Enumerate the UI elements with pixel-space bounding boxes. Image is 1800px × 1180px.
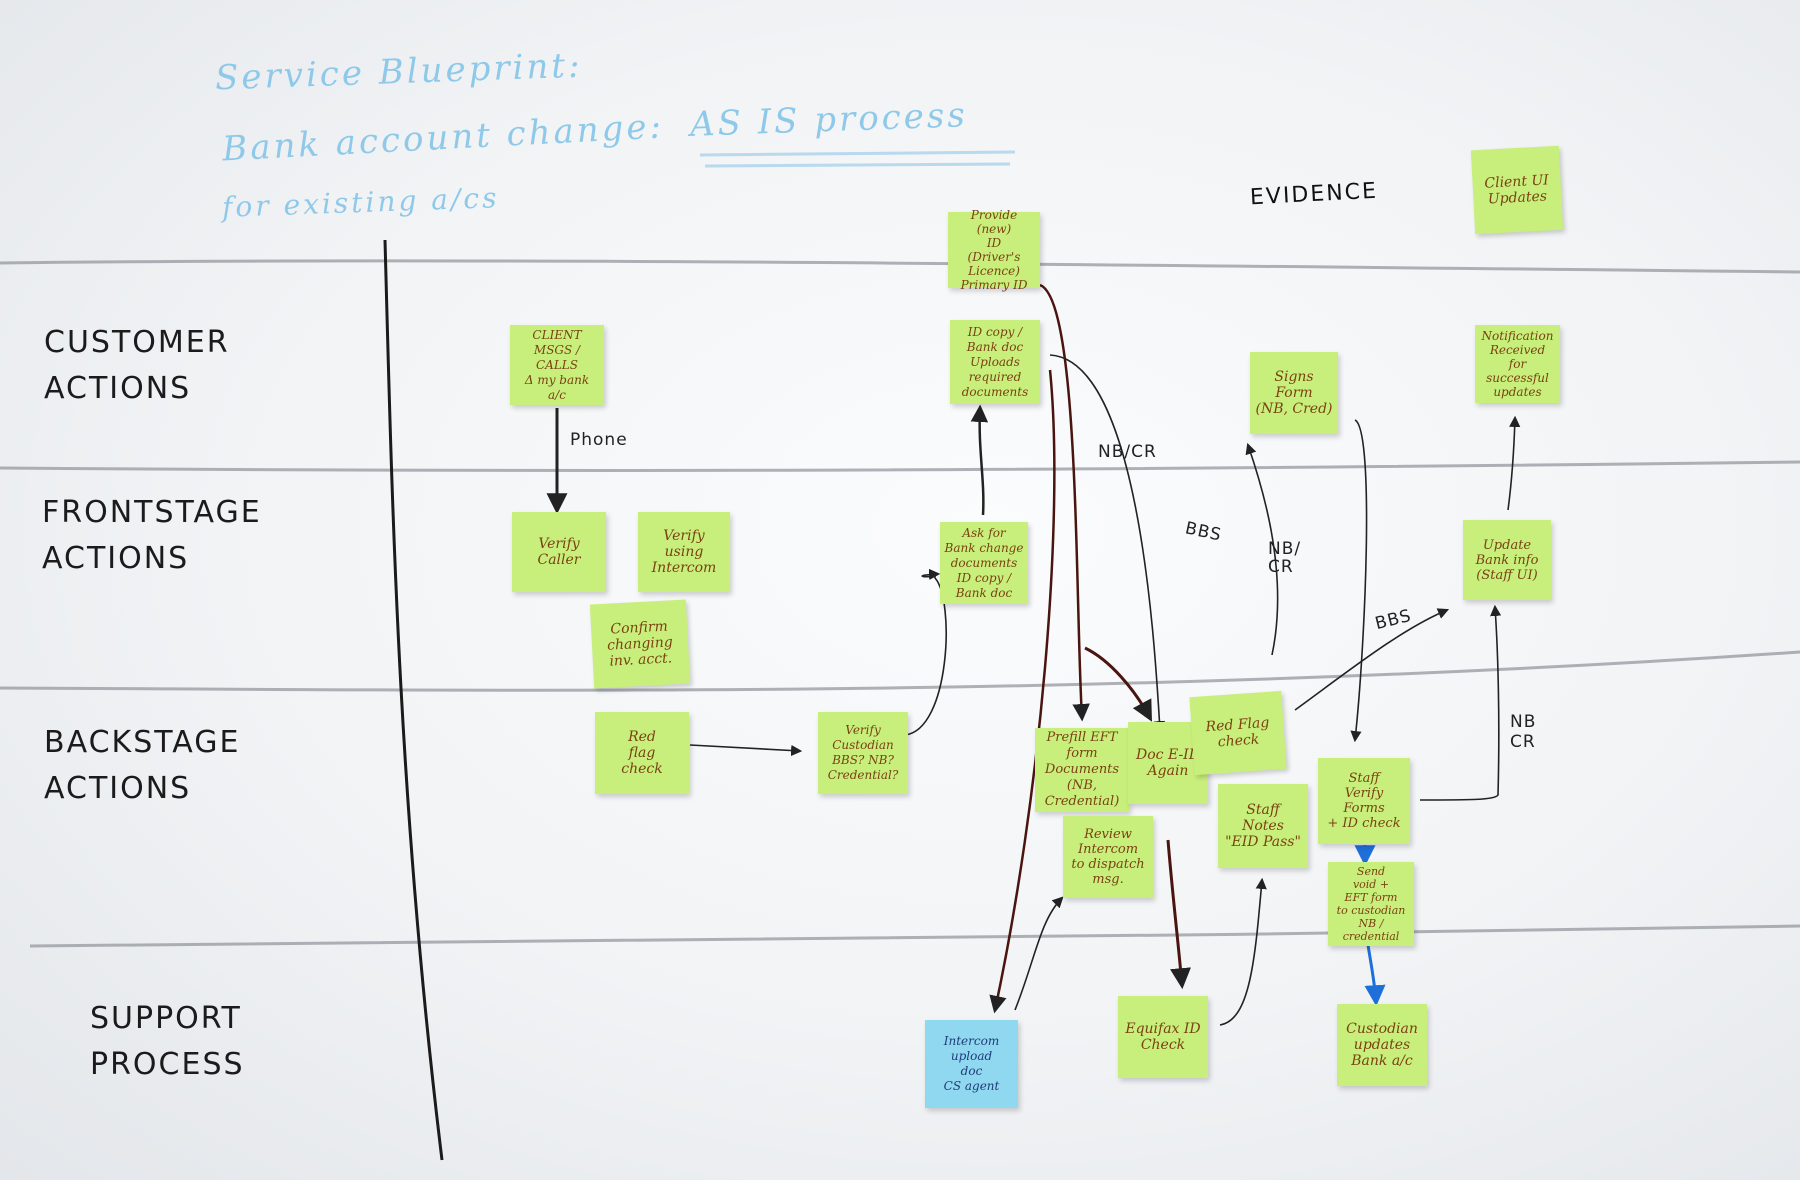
sticky-prefill-eft-form: Prefill EFT form Documents (NB, Credenti… bbox=[1035, 728, 1129, 812]
sticky-staff-verify-forms: Staff Verify Forms + ID check bbox=[1318, 758, 1410, 844]
sticky-verify-using-intercom: Verify using Intercom bbox=[638, 512, 730, 592]
lane-line-4 bbox=[29, 924, 1800, 948]
arrow-label-phone: Phone bbox=[570, 430, 628, 450]
sticky-send-eft-form-to-custodian: Send void + EFT form to custodian NB / c… bbox=[1328, 862, 1414, 946]
sticky-verify-custodian: Verify Custodian BBS? NB? Credential? bbox=[818, 712, 908, 794]
arrow-redflag-to-verify-custodian bbox=[689, 744, 803, 757]
lane-label-support-process: SUPPORT PROCESS bbox=[90, 1001, 245, 1082]
lane-line-1 bbox=[0, 259, 1800, 274]
sticky-intercom-upload-doc: Intercom upload doc CS agent bbox=[925, 1020, 1018, 1108]
arrow-label-nb-cr-2: NB/ CR bbox=[1268, 539, 1302, 577]
arrow-redflag-to-update bbox=[1294, 608, 1450, 711]
lane-label-customer-actions: CUSTOMER ACTIONS bbox=[44, 325, 230, 406]
arrow-redflag-to-signs bbox=[1245, 442, 1279, 656]
arrow-signs-to-staff-verify bbox=[1350, 419, 1368, 743]
sticky-client-msgs-calls: CLIENT MSGS / CALLS Δ my bank a/c bbox=[510, 325, 604, 405]
sticky-ask-bank-change-documents: Ask for Bank change documents ID copy / … bbox=[940, 522, 1028, 604]
lane-label-backstage-actions: BACKSTAGE ACTIONS bbox=[44, 725, 241, 806]
sticky-red-flag-check: Red flag check bbox=[595, 712, 689, 794]
sticky-confirm-changing-account: Confirm changing inv. acct. bbox=[589, 599, 691, 689]
lane-line-2 bbox=[0, 460, 1800, 472]
sticky-equifax-id-check: Equifax ID Check bbox=[1118, 996, 1208, 1078]
arrow-staff-verify-to-update bbox=[1419, 604, 1502, 801]
sticky-update-bank-info: Update Bank info (Staff UI) bbox=[1463, 520, 1551, 600]
sticky-provide-id: Provide (new) ID (Driver's Licence) Prim… bbox=[948, 208, 1040, 292]
sticky-verify-caller: Verify Caller bbox=[512, 512, 606, 592]
arrow-update-to-notification bbox=[1507, 415, 1521, 511]
sticky-client-ui-updates: Client UI Updates bbox=[1470, 145, 1564, 235]
arrow-support-to-review bbox=[1014, 896, 1064, 1011]
arrow-equifax-to-staff-notes bbox=[1219, 877, 1267, 1026]
arrow-uploads-to-doc-eid bbox=[1049, 354, 1166, 733]
vertical-divider bbox=[383, 239, 444, 1161]
arrow-prefill-to-doc-eid bbox=[1084, 646, 1152, 722]
arrow-provide-to-prefill bbox=[1039, 283, 1090, 722]
sticky-uploads-required-documents: ID copy / Bank doc Uploads required docu… bbox=[950, 320, 1040, 404]
lane-label-frontstage-actions: FRONTSTAGE ACTIONS bbox=[42, 495, 262, 576]
arrow-ask-to-uploads bbox=[970, 404, 989, 516]
sticky-review-intercom: Review Intercom to dispatch msg. bbox=[1063, 816, 1153, 898]
title-underline bbox=[699, 150, 1016, 157]
lane-line-3 bbox=[0, 650, 1800, 692]
arrow-uploads-to-intercom-upload bbox=[989, 369, 1056, 1014]
arrow-label-nb-cr-3: NB CR bbox=[1510, 712, 1537, 752]
sticky-red-flag-check-2: Red Flag check bbox=[1189, 690, 1287, 776]
sticky-staff-notes-eid-pass: Staff Notes "EID Pass" bbox=[1218, 784, 1308, 868]
arrow-doc-eid-to-equifax bbox=[1166, 839, 1191, 990]
arrow-send-to-custodian bbox=[1364, 944, 1386, 1007]
sticky-signs-form: Signs Form (NB, Cred) bbox=[1250, 352, 1338, 434]
arrow-label-nb-cr: NB/CR bbox=[1098, 442, 1157, 462]
sticky-custodian-updates-bank: Custodian updates Bank a/c bbox=[1337, 1004, 1427, 1086]
sticky-notification-received: Notification Received for successful upd… bbox=[1475, 325, 1560, 403]
